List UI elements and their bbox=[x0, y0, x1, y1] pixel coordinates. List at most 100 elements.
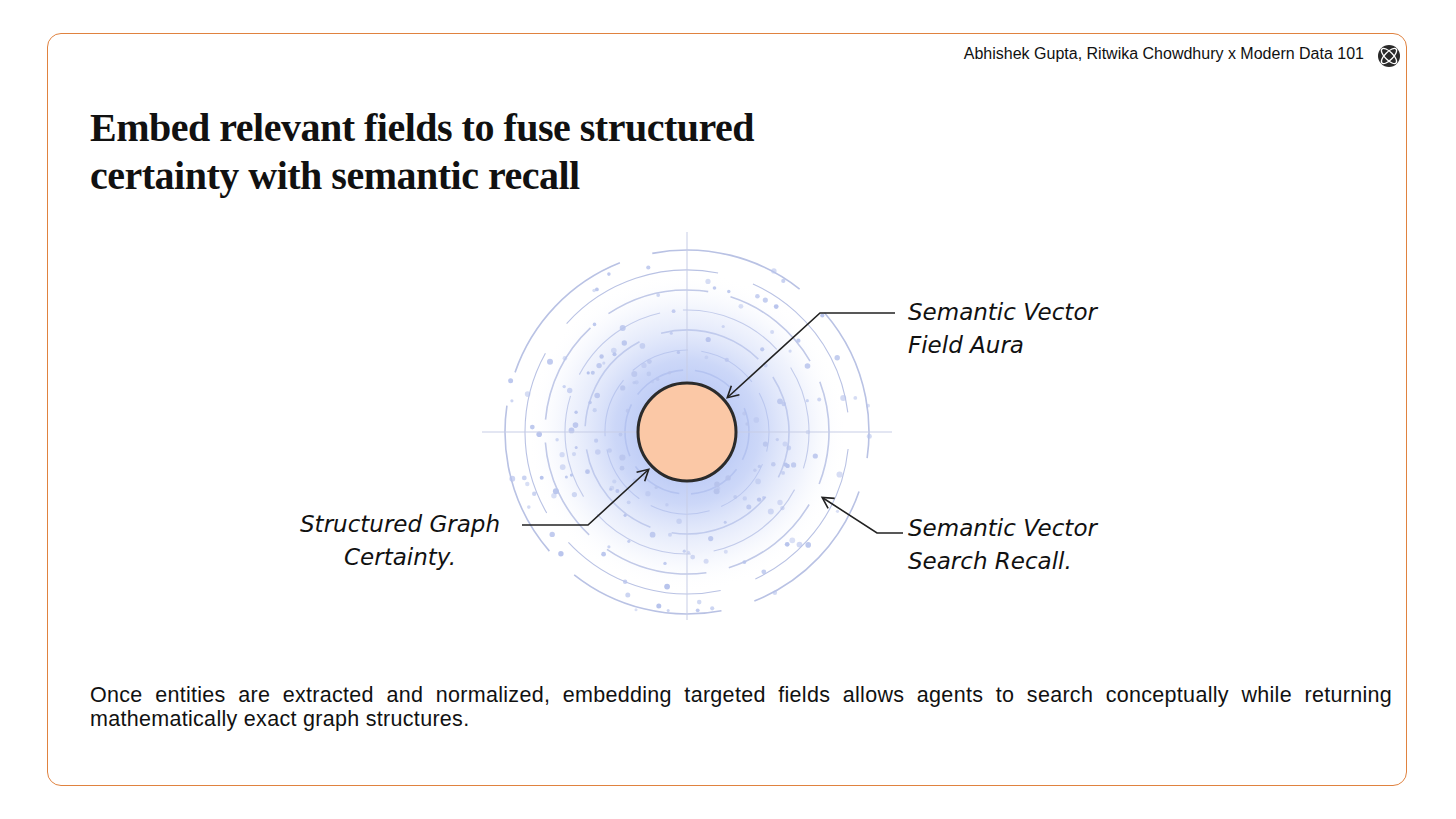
vector-dot bbox=[563, 385, 566, 388]
slide-title: Embed relevant fields to fuse structured… bbox=[90, 104, 810, 200]
vector-dot bbox=[771, 462, 776, 467]
vector-dot bbox=[754, 417, 760, 423]
vector-dot bbox=[595, 449, 601, 455]
leader-line bbox=[728, 313, 895, 397]
vector-dot bbox=[508, 378, 513, 383]
vector-dot bbox=[739, 304, 744, 309]
vector-dot bbox=[733, 495, 737, 499]
vector-dot bbox=[667, 609, 670, 612]
vector-dot bbox=[866, 404, 870, 408]
vector-dot bbox=[573, 422, 579, 428]
vector-dot bbox=[594, 439, 598, 443]
vector-dot bbox=[622, 340, 627, 345]
vector-dot bbox=[725, 358, 729, 362]
vector-dot bbox=[789, 350, 792, 353]
leader-line bbox=[823, 498, 903, 533]
vector-dot bbox=[620, 325, 626, 331]
vector-dot bbox=[774, 304, 779, 309]
vector-dot bbox=[840, 395, 846, 401]
vector-dot bbox=[786, 446, 791, 451]
vector-dot bbox=[540, 476, 544, 480]
vector-dot bbox=[631, 371, 637, 377]
callout-label: Structured Graph Certainty. bbox=[282, 508, 518, 574]
vector-dot bbox=[651, 380, 654, 383]
vector-dot bbox=[777, 398, 783, 404]
vector-dot bbox=[572, 492, 577, 497]
vector-dot bbox=[567, 388, 572, 393]
vector-dot bbox=[785, 542, 790, 547]
vector-dot bbox=[791, 462, 796, 467]
vector-dot bbox=[762, 496, 765, 499]
vector-dot bbox=[742, 411, 746, 415]
vector-dot bbox=[670, 332, 673, 335]
vector-dot bbox=[592, 289, 596, 293]
vector-dot bbox=[781, 471, 785, 475]
vector-dot bbox=[525, 391, 531, 397]
vector-dot bbox=[836, 510, 839, 513]
vector-dot bbox=[727, 290, 730, 293]
vector-dot bbox=[574, 411, 577, 414]
vector-dot bbox=[690, 555, 695, 560]
vector-dot bbox=[625, 593, 630, 598]
vector-dot bbox=[777, 500, 782, 505]
vector-dot bbox=[640, 343, 646, 349]
vector-dot bbox=[655, 486, 658, 489]
vector-dot bbox=[647, 359, 652, 364]
vector-dot bbox=[619, 454, 625, 460]
vector-dot bbox=[676, 519, 681, 524]
vector-dot bbox=[650, 532, 656, 538]
vector-dot bbox=[663, 562, 666, 565]
vector-dot bbox=[755, 479, 761, 485]
field-ring bbox=[474, 219, 901, 646]
vector-dot bbox=[668, 533, 672, 537]
vector-dot bbox=[713, 286, 717, 290]
author-credit: Abhishek Gupta, Ritwika Chowdhury x Mode… bbox=[964, 45, 1364, 63]
vector-dot bbox=[813, 453, 818, 458]
leader-line bbox=[522, 470, 648, 525]
vector-dot bbox=[672, 309, 676, 313]
vector-dot bbox=[525, 482, 529, 486]
vector-dot bbox=[724, 521, 727, 524]
vector-dot bbox=[797, 542, 803, 548]
callout-label: Semantic Vector Field Aura bbox=[908, 296, 1123, 362]
logo-icon bbox=[1378, 45, 1400, 67]
vector-dot bbox=[664, 584, 670, 590]
vector-dot bbox=[776, 438, 779, 441]
vector-dot bbox=[607, 272, 611, 276]
vector-dot bbox=[563, 356, 568, 361]
vector-dot bbox=[620, 466, 625, 471]
vector-dot bbox=[743, 560, 747, 564]
vector-dot bbox=[743, 496, 747, 500]
vector-dot bbox=[656, 293, 660, 297]
vector-dot bbox=[706, 337, 711, 342]
vector-dot bbox=[770, 330, 774, 334]
vector-dot bbox=[530, 425, 535, 430]
vector-dot bbox=[626, 409, 630, 413]
vector-dot bbox=[607, 448, 612, 453]
slide-caption: Once entities are extracted and normaliz… bbox=[90, 683, 1392, 731]
vector-dot bbox=[623, 580, 627, 584]
vector-dot bbox=[627, 540, 630, 543]
vector-dot bbox=[780, 506, 784, 510]
vector-dot bbox=[615, 489, 619, 493]
vector-dot bbox=[704, 559, 709, 564]
vector-dot bbox=[656, 604, 661, 609]
vector-dot bbox=[646, 265, 650, 269]
vector-dot bbox=[753, 469, 756, 472]
vector-dot bbox=[587, 371, 590, 374]
vector-dot bbox=[710, 606, 714, 610]
vector-dot bbox=[565, 476, 568, 479]
vector-dot bbox=[745, 422, 748, 425]
field-ring bbox=[458, 203, 916, 661]
vector-dot bbox=[572, 452, 576, 456]
vector-dot bbox=[609, 486, 614, 491]
vector-dot bbox=[820, 313, 824, 317]
vector-dot bbox=[677, 351, 680, 354]
vector-dot bbox=[558, 551, 563, 556]
vector-dot bbox=[602, 362, 605, 365]
callout-label: Semantic Vector Search Recall. bbox=[908, 512, 1123, 578]
vector-dot bbox=[722, 325, 725, 328]
vector-dot bbox=[705, 356, 709, 360]
vector-dot bbox=[551, 493, 556, 498]
vector-field-rings bbox=[458, 203, 916, 661]
